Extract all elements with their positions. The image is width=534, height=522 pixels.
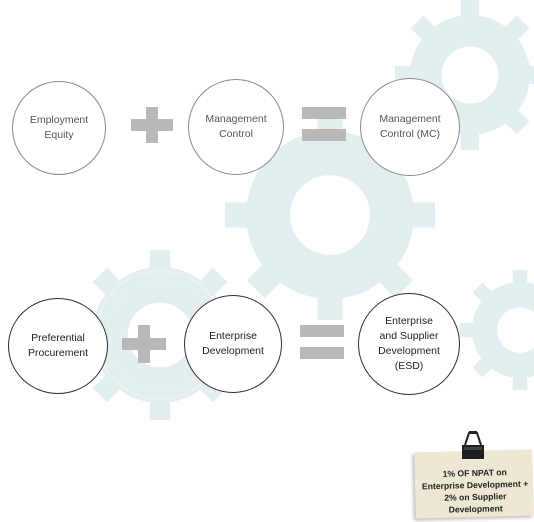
preferential-procurement-label: Preferential Procurement xyxy=(27,332,89,359)
preferential-procurement-circle: Preferential Procurement xyxy=(8,298,108,394)
management-control-mc-label: Management Control (MC) xyxy=(379,113,441,140)
equals-icon xyxy=(300,325,344,361)
esd-label: Enterprise and Supplier Development (ESD… xyxy=(378,315,440,372)
binder-clip-icon xyxy=(462,431,484,459)
plus-icon xyxy=(122,325,166,363)
gear-right xyxy=(460,270,534,390)
note-text: 1% OF NPAT on Enterprise Development + 2… xyxy=(421,467,529,515)
management-control-label: Management Control xyxy=(205,113,267,140)
employment-equity-label: Employment Equity xyxy=(29,114,89,141)
management-control-circle: Management Control xyxy=(188,79,284,175)
esd-circle: Enterprise and Supplier Development (ESD… xyxy=(358,293,460,395)
enterprise-development-circle: Enterprise Development xyxy=(184,295,282,393)
management-control-mc-circle: Management Control (MC) xyxy=(360,78,460,176)
equals-icon xyxy=(302,107,346,143)
plus-icon xyxy=(131,107,173,143)
enterprise-development-label: Enterprise Development xyxy=(202,330,264,357)
employment-equity-circle: Employment Equity xyxy=(12,81,106,175)
